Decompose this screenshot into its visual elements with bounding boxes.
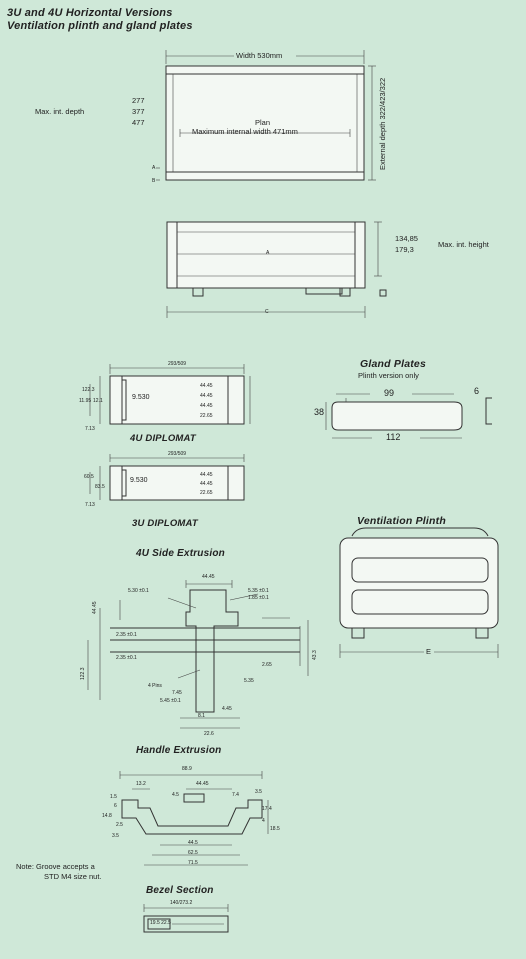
diplomat-4u-drawing <box>89 364 251 425</box>
side-extrusion-side-left: 44.45 <box>92 601 98 614</box>
gland-plates-heading: Gland Plates <box>360 358 427 370</box>
diplomat-3u-right-2: 44.45 <box>200 481 213 487</box>
side-extrusion-callout-4: 5.45 ±0.1 <box>160 698 181 704</box>
plan-width-label: Width 530mm <box>236 51 283 60</box>
depth-value-2: 377 <box>132 107 145 116</box>
bezel-section-heading: Bezel Section <box>146 885 214 896</box>
handle-top-1: 13.2 <box>136 781 146 787</box>
diplomat-3u-right-3: 22.65 <box>200 490 213 496</box>
side-extrusion-top: 44.45 <box>202 574 215 580</box>
diplomat-4u-heading: 4U DIPLOMAT <box>130 433 196 444</box>
depth-value-3: 477 <box>132 118 145 127</box>
diplomat-4u-dim-2: 12.1 <box>93 398 103 404</box>
title-line-2: Ventilation plinth and gland plates <box>7 20 193 32</box>
side-extrusion-callout-2: 4 Pins <box>148 683 162 689</box>
side-extrusion-heading: 4U Side Extrusion <box>136 548 225 559</box>
front-letter-a: A <box>266 250 270 256</box>
diplomat-3u-dim-2: 83.5 <box>95 484 105 490</box>
handle-extrusion-heading: Handle Extrusion <box>136 745 222 756</box>
handle-overall: 88.9 <box>182 766 192 772</box>
side-extrusion-side-right: 43.3 <box>312 650 318 660</box>
height-value-2: 179,3 <box>395 245 414 254</box>
note-line-1: Note: Groove accepts a <box>16 862 95 871</box>
bezel-section-drawing <box>143 904 229 933</box>
diplomat-4u-dim-small: 11.95 <box>79 398 92 404</box>
ventilation-plinth-heading: Ventilation Plinth <box>357 515 446 527</box>
handle-extrusion-drawing <box>119 771 269 866</box>
gland-width-bottom: 112 <box>386 432 401 442</box>
handle-bottom-3: 71.5 <box>188 860 198 866</box>
handle-right-1: 17.4 <box>262 806 272 812</box>
side-extrusion-left-2: 2.35 ±0.1 <box>116 655 137 661</box>
plan-letter-b: B <box>152 178 156 184</box>
handle-top-2: 44.45 <box>196 781 209 787</box>
depth-value-1: 277 <box>132 96 145 105</box>
max-int-height-label: Max. int. height <box>438 240 489 249</box>
handle-bottom-2: 62.5 <box>188 850 198 856</box>
diplomat-4u-dim-3: 7.13 <box>85 426 95 432</box>
front-letter-c: C <box>265 309 269 315</box>
side-extrusion-tr-2: 1.85 ±0.1 <box>248 595 269 601</box>
handle-left-1: 1.5 <box>110 794 117 800</box>
bezel-inner-dim: 19.5 22.5 <box>150 920 171 926</box>
diplomat-4u-center: 9.530 <box>132 394 150 401</box>
handle-top-5: 3.5 <box>255 789 262 795</box>
diplomat-4u-right-3: 44.45 <box>200 403 213 409</box>
plan-letter-a: A <box>152 165 156 171</box>
side-extrusion-bottom-1: 8.1 <box>198 713 205 719</box>
front-view <box>166 221 387 318</box>
diplomat-3u-dim-3: 7.13 <box>85 502 95 508</box>
diplomat-4u-dim-1: 122.3 <box>82 387 95 393</box>
side-extrusion-left-1: 2.35 ±0.1 <box>116 632 137 638</box>
diplomat-4u-right-1: 44.45 <box>200 383 213 389</box>
diplomat-4u-top-dim: 293/509 <box>168 361 187 367</box>
diplomat-3u-right-1: 44.45 <box>200 472 213 478</box>
handle-top-3: 4.5 <box>172 792 179 798</box>
side-extrusion-bottom-2: 22.6 <box>204 731 214 737</box>
gland-plates-subtitle: Plinth version only <box>358 371 419 380</box>
diplomat-3u-top-dim: 293/509 <box>168 451 187 457</box>
handle-left-4: 2.5 <box>116 822 123 828</box>
gland-side: 6 <box>474 386 480 396</box>
gland-width-top: 99 <box>384 388 395 398</box>
side-extrusion-tr-1: 5.35 ±0.1 <box>248 588 269 594</box>
side-extrusion-callout-3: 7.45 <box>172 690 182 696</box>
side-extrusion-left-vertical: 122.3 <box>80 667 86 680</box>
diplomat-3u-dim-1: 60.5 <box>84 474 94 480</box>
ventilation-plinth-drawing <box>339 527 499 658</box>
diplomat-4u-right-4: 22.65 <box>200 413 213 419</box>
title-line-1: 3U and 4U Horizontal Versions <box>7 7 173 19</box>
external-depth-label: External depth 322/423/322 <box>378 77 387 170</box>
height-value-1: 134,85 <box>395 234 418 243</box>
handle-small-left: 3.5 <box>112 833 119 839</box>
gland-height: 38 <box>314 407 325 417</box>
handle-top-4: 7.4 <box>232 792 239 798</box>
plan-view <box>156 50 376 181</box>
diplomat-3u-heading: 3U DIPLOMAT <box>132 518 198 529</box>
handle-left-2: 6 <box>114 803 117 809</box>
plinth-letter-e: E <box>426 647 432 656</box>
plan-label: Plan <box>255 118 271 127</box>
gland-plate-drawing <box>325 393 492 439</box>
diplomat-3u-center: 9.530 <box>130 477 148 484</box>
max-int-depth-label: Max. int. depth <box>35 107 85 116</box>
side-extrusion-callout-5: 4.45 <box>222 706 232 712</box>
side-extrusion-callout-6: 5.35 <box>244 678 254 684</box>
handle-bottom-1: 44.5 <box>188 840 198 846</box>
bezel-top-dim: 140/273.2 <box>170 900 193 906</box>
side-extrusion-callout-1: 5.30 ±0.1 <box>128 588 149 594</box>
side-extrusion-drawing <box>87 580 309 729</box>
max-internal-width-label: Maximum internal width 471mm <box>192 127 298 136</box>
handle-right-3: 18.5 <box>270 826 280 832</box>
side-extrusion-callout-7: 2.65 <box>262 662 272 668</box>
handle-right-2: 4 <box>262 818 265 824</box>
diplomat-3u-drawing <box>89 454 245 501</box>
diplomat-4u-right-2: 44.45 <box>200 393 213 399</box>
handle-left-3: 14.8 <box>102 813 112 819</box>
note-line-2: STD M4 size nut. <box>44 872 102 881</box>
